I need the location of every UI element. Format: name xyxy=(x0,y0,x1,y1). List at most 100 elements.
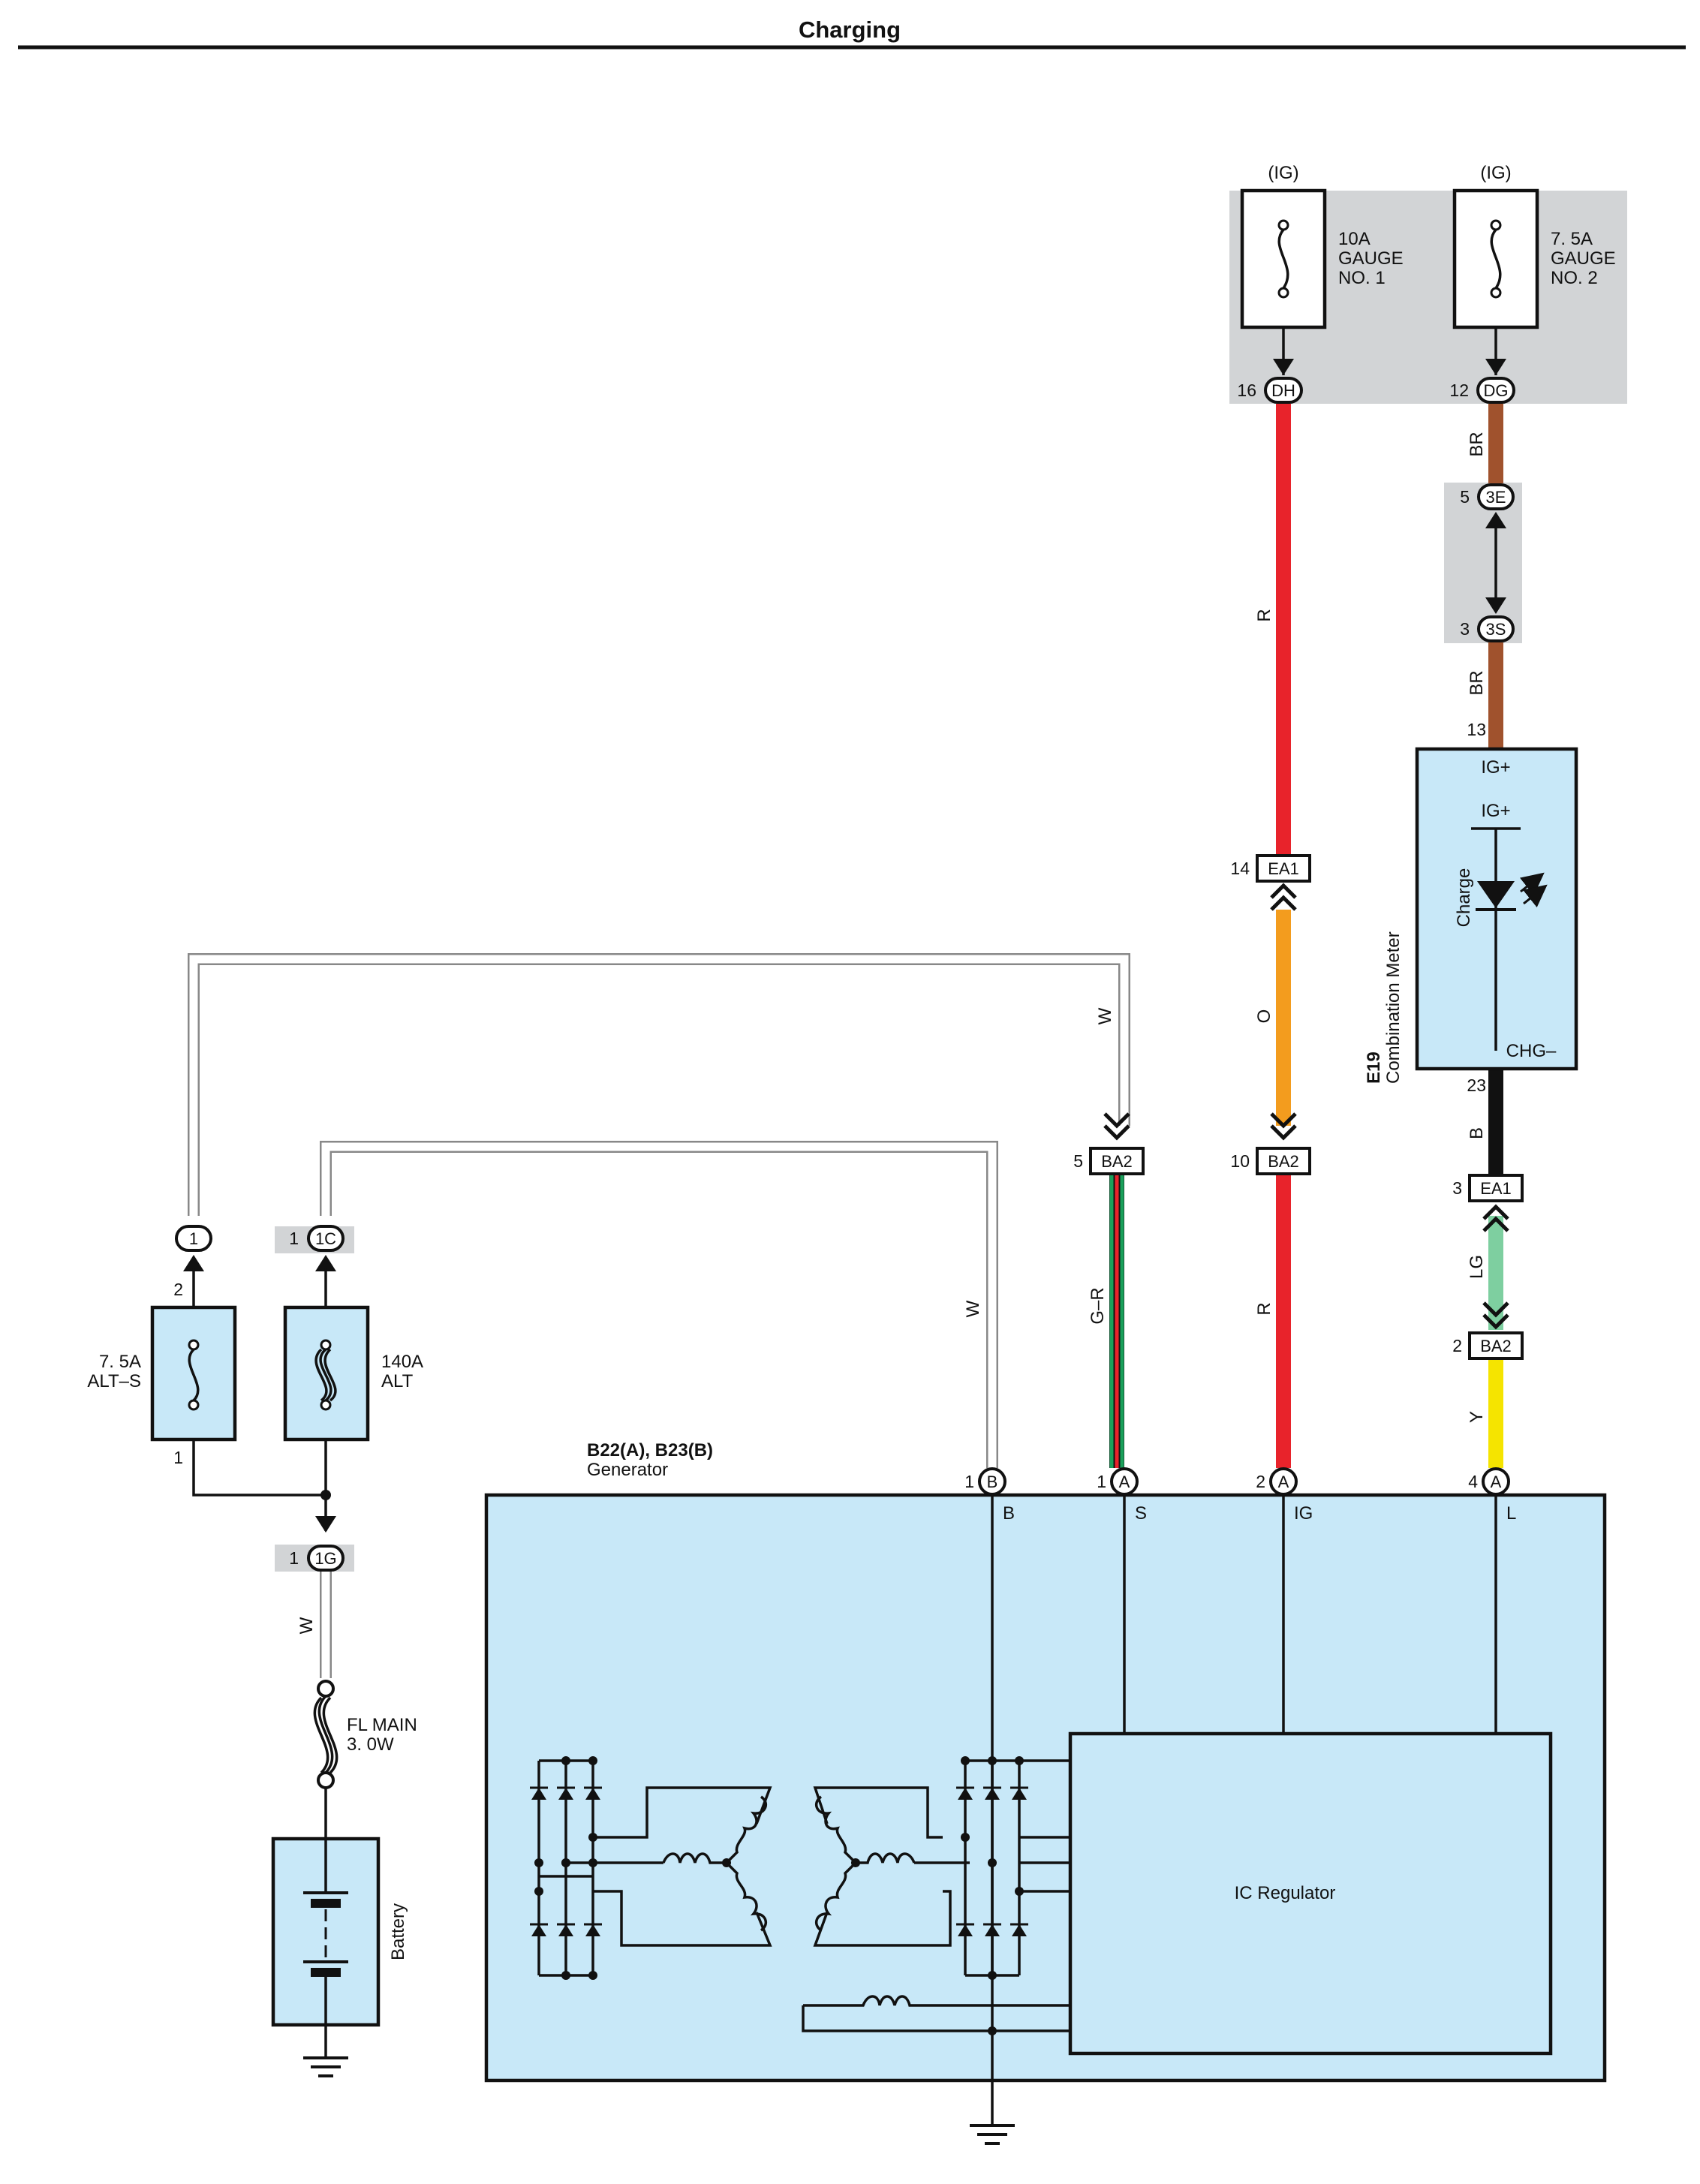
connector-1g-pin: 1 xyxy=(289,1548,299,1568)
arrow-1g xyxy=(315,1516,336,1533)
connector-dg-pin: 12 xyxy=(1449,381,1469,400)
connector-3e: 3E 5 xyxy=(1460,483,1515,528)
stator-left xyxy=(566,1786,772,1947)
connector-ea1-left: EA1 14 xyxy=(1230,854,1311,911)
connector-3e-3s-shade xyxy=(1444,483,1522,643)
generator-terminal-s-conn: A xyxy=(1119,1473,1130,1491)
fuse-gauge1-number: NO. 1 xyxy=(1338,268,1386,288)
battery: Battery xyxy=(271,1837,408,2056)
connector-ba2-l-pin: 2 xyxy=(1452,1336,1462,1355)
wire-label-br-lower: BR xyxy=(1467,670,1487,695)
fuse-gauge2-name: GAUGE xyxy=(1551,248,1616,269)
meter-term-chg: CHG– xyxy=(1506,1041,1557,1061)
generator: B 1 B A 1 S A 2 IG A 4 L IC Regulator xyxy=(484,1467,1607,2124)
rectifier-left xyxy=(530,1756,602,1980)
fuse-alt-s-name: ALT–S xyxy=(87,1371,141,1391)
generator-terminal-ig-name: IG xyxy=(1294,1503,1313,1524)
generator-terminal-s-name: S xyxy=(1135,1503,1147,1524)
meter-pin-chg: 23 xyxy=(1467,1075,1486,1095)
generator-terminal-l-name: L xyxy=(1506,1503,1516,1524)
connector-ea1-right-pin: 3 xyxy=(1452,1178,1462,1198)
connector-dh: DH 16 xyxy=(1237,377,1303,404)
fuse-alt-s-pin-top: 2 xyxy=(173,1280,183,1299)
connector-ea1-right-label: EA1 xyxy=(1480,1179,1512,1198)
fuse-gauge2-number: NO. 2 xyxy=(1551,268,1598,288)
connector-3s-label: 3S xyxy=(1486,620,1506,639)
generator-codes: B22(A), B23(B) xyxy=(587,1440,713,1461)
fuse-gauge1-rating: 10A xyxy=(1338,229,1371,249)
fuse-gauge2-source: (IG) xyxy=(1480,163,1511,183)
meter-term-ig: IG+ xyxy=(1481,757,1510,778)
wire-label-orange: O xyxy=(1254,1009,1274,1024)
generator-terminal-b-pin: 1 xyxy=(964,1472,974,1491)
connector-1c-label: 1C xyxy=(315,1229,336,1248)
connector-3s-pin: 3 xyxy=(1460,619,1470,639)
meter-term-ig-inner: IG+ xyxy=(1481,801,1510,821)
ic-regulator-label: IC Regulator xyxy=(1235,1883,1336,1903)
connector-ba2-s: BA2 5 xyxy=(1073,1112,1145,1175)
connector-ba2-s-label: BA2 xyxy=(1101,1152,1133,1171)
fuse-alt-s-rating: 7. 5A xyxy=(99,1352,141,1372)
fuse-gauge-no2: (IG) 7. 5A GAUGE NO. 2 xyxy=(1452,163,1616,375)
connector-ba2-s-pin: 5 xyxy=(1073,1151,1083,1171)
wire-label-light-green: LG xyxy=(1467,1255,1487,1279)
field-coil xyxy=(802,1995,1070,2035)
connector-1c-pin: 1 xyxy=(289,1229,299,1248)
wire-label-white-b: W xyxy=(963,1300,983,1317)
connector-3e-pin: 5 xyxy=(1460,487,1470,507)
meter-code: E19 xyxy=(1364,1051,1384,1084)
meter-pin-ig: 13 xyxy=(1467,720,1486,739)
fuse-gauge2-rating: 7. 5A xyxy=(1551,229,1593,249)
connector-3e-label: 3E xyxy=(1486,488,1506,507)
generator-terminal-l-conn: A xyxy=(1491,1473,1502,1491)
generator-terminal-b: B 1 B xyxy=(964,1467,1015,1524)
battery-label: Battery xyxy=(388,1903,408,1960)
wire-white-b xyxy=(320,1141,998,1468)
generator-terminal-ig-pin: 2 xyxy=(1256,1472,1265,1491)
connector-ba2-ig-label: BA2 xyxy=(1268,1152,1299,1171)
generator-title: B22(A), B23(B) Generator xyxy=(587,1440,713,1480)
generator-terminal-l-pin: 4 xyxy=(1468,1472,1478,1491)
generator-terminal-s-pin: 1 xyxy=(1097,1472,1106,1491)
connector-1c: 1C 1 xyxy=(289,1225,345,1271)
fuse-alt: 140A ALT xyxy=(283,1268,423,1442)
fl-main-name: FL MAIN xyxy=(347,1715,417,1735)
fl-main-rating: 3. 0W xyxy=(347,1734,394,1755)
rectifier-right xyxy=(956,1756,1070,1980)
wire-label-dh-red: R xyxy=(1254,609,1274,621)
wire-label-br-upper: BR xyxy=(1467,432,1487,456)
connector-ba2-l-label: BA2 xyxy=(1480,1337,1512,1355)
generator-terminal-ig: A 2 IG xyxy=(1256,1467,1313,1524)
generator-terminal-s: A 1 S xyxy=(1097,1467,1147,1524)
page-title: Charging xyxy=(799,17,901,43)
fuse-gauge1-source: (IG) xyxy=(1268,163,1298,183)
wire-label-green-red: G–R xyxy=(1088,1287,1108,1324)
meter-name: Combination Meter xyxy=(1383,931,1404,1084)
connector-alt-s-top-label: 1 xyxy=(189,1229,198,1248)
generator-terminal-ig-conn: A xyxy=(1278,1473,1289,1491)
generator-terminal-b-name: B xyxy=(1003,1503,1015,1524)
fusible-link-fl-main: FL MAIN 3. 0W xyxy=(313,1680,417,1789)
wire-green-red xyxy=(1109,1175,1124,1468)
connector-ea1-left-label: EA1 xyxy=(1268,859,1299,878)
connector-1g-label: 1G xyxy=(314,1549,336,1568)
connector-ea1-left-pin: 14 xyxy=(1230,859,1250,878)
wire-white-top xyxy=(188,953,1130,1216)
connector-dh-pin: 16 xyxy=(1237,381,1256,400)
connector-3s: 3S 3 xyxy=(1460,597,1515,642)
fuse-alt-name: ALT xyxy=(381,1371,414,1391)
wire-label-white-top: W xyxy=(1095,1007,1115,1024)
fuse-alt-s: 7. 5A ALT–S 1 xyxy=(87,1268,237,1467)
generator-name: Generator xyxy=(587,1460,668,1480)
junction-dot-fuse-bus xyxy=(320,1490,331,1500)
wire-fuse-bus xyxy=(192,1439,326,1497)
wire-label-yellow: Y xyxy=(1467,1411,1487,1423)
connector-ea1-right: EA1 3 xyxy=(1452,1174,1524,1232)
charge-led-icon xyxy=(1477,881,1515,908)
connector-1g: 1G 1 xyxy=(289,1545,345,1572)
ground-icon-battery xyxy=(303,2056,348,2077)
connector-ba2-ig: BA2 10 xyxy=(1230,1112,1311,1175)
ic-regulator xyxy=(1068,1731,1553,2056)
connector-dh-label: DH xyxy=(1271,381,1295,400)
